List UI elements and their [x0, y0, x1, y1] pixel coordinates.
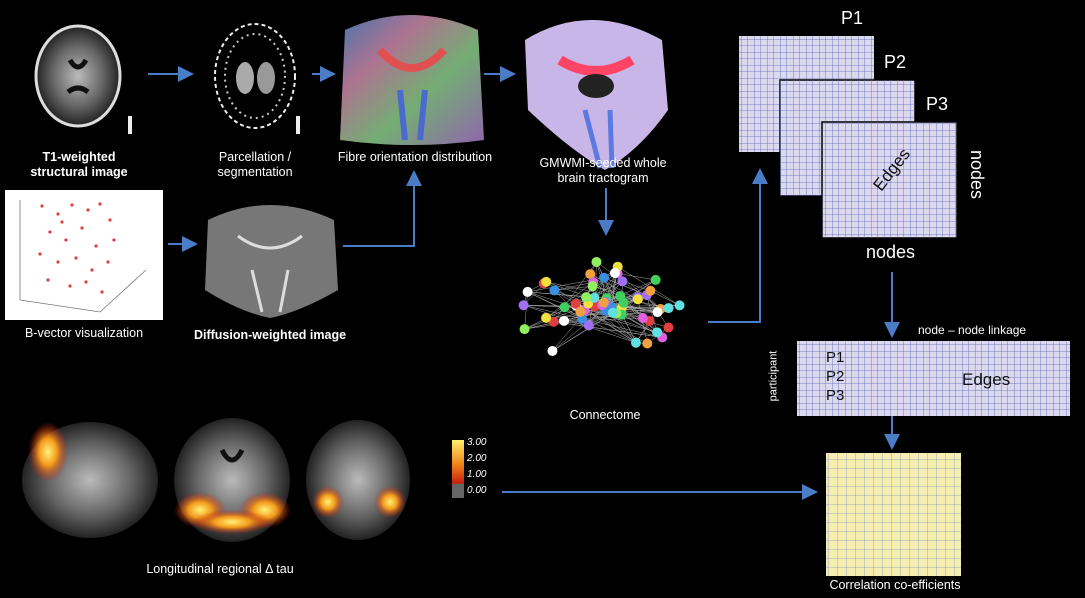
t1-brain-image: [34, 24, 132, 134]
connectome-node: [519, 324, 530, 335]
connectome-node: [541, 276, 552, 287]
connectome-edge: [553, 321, 663, 338]
connectome-edge: [552, 312, 613, 352]
connectome-node: [583, 320, 594, 331]
colorbar-tick: 1.00: [467, 469, 487, 480]
caption-connectome: Connectome: [569, 408, 641, 422]
connectome-node: [589, 292, 600, 303]
connectome-node: [630, 337, 641, 348]
connectome-node: [632, 294, 643, 305]
connectome-node: [522, 286, 533, 297]
connectome-node: [663, 322, 674, 333]
connectome-edge: [524, 308, 661, 330]
connectome-node: [587, 281, 598, 292]
caption-dwi: Diffusion-weighted image: [193, 328, 347, 342]
connectome-node: [609, 267, 620, 278]
connectome-node: [559, 302, 570, 313]
tau-colorbar: [452, 440, 464, 498]
connectome-graph: [518, 256, 685, 356]
connectome-edge: [617, 266, 680, 306]
connectome-edge: [646, 295, 658, 333]
caption-correlation: Correlation co-efficients: [829, 578, 961, 592]
tractogram-image: [525, 20, 668, 170]
parcellation-image: [214, 23, 300, 134]
connectome-node: [598, 297, 609, 308]
connectome-node: [548, 316, 559, 327]
connectome-edge: [523, 304, 663, 338]
connectome-node: [575, 306, 586, 317]
connectome-edge: [650, 290, 680, 306]
connectome-node: [549, 285, 560, 296]
caption-tau: Longitudinal regional Δ tau: [146, 562, 294, 576]
colorbar-tick: 3.00: [467, 437, 487, 448]
connectome-node: [581, 292, 592, 303]
connectome-edge: [554, 282, 594, 291]
linkage-row-label: P3: [826, 387, 845, 404]
connectome-node: [642, 338, 653, 349]
connectome-node: [541, 312, 552, 323]
matrix-label-p2: P2: [884, 52, 907, 72]
fod-image: [340, 15, 484, 145]
connectome-edge: [545, 282, 594, 319]
tau-images: [22, 418, 464, 542]
connectome-node: [650, 274, 661, 285]
connectome-edge: [524, 291, 528, 330]
connectome-node: [599, 272, 610, 283]
colorbar-tick: 2.00: [467, 453, 487, 464]
connectome-node: [663, 303, 674, 314]
matrix-label-p1: P1: [841, 8, 864, 28]
connectome-node: [570, 298, 581, 309]
flow-arrows: [148, 66, 900, 500]
connectome-node: [518, 300, 529, 311]
matrix-label-nodes-right: nodes: [967, 149, 988, 200]
connectome-edge: [527, 291, 583, 320]
connectome-edge: [621, 311, 658, 315]
colorbar-ticks: 3.00 2.00 1.00 0.00: [467, 435, 486, 499]
connectome-node: [617, 276, 628, 287]
connectome-node: [637, 313, 648, 324]
connectome-node: [652, 307, 663, 318]
linkage-label: node – node linkage: [918, 323, 1027, 337]
connectome-edge: [603, 277, 647, 296]
connectome-edge: [546, 281, 637, 343]
connectome-node: [674, 300, 685, 311]
correlation-matrix: [826, 453, 961, 576]
connectome-node: [591, 256, 602, 267]
connectome-edge: [590, 273, 639, 300]
matrix-label-nodes-bottom: nodes: [866, 242, 916, 262]
linkage-row-label: P1: [826, 349, 845, 366]
colorbar-tick: 0.00: [467, 485, 487, 496]
linkage-edges-label: Edges: [962, 370, 1011, 389]
connectome-node: [585, 269, 596, 280]
connectome-edge: [596, 261, 661, 310]
linkage-row-label: P2: [826, 368, 845, 385]
dwi-image: [205, 205, 338, 318]
caption-parcellation: Parcellation /segmentation: [217, 150, 293, 179]
linkage-matrix: [797, 341, 1070, 416]
connectome-node: [547, 345, 558, 356]
caption-bvector: B-vector visualization: [24, 326, 144, 340]
participant-label: participant: [767, 350, 780, 402]
participant-matrices: [739, 36, 958, 239]
connectome-edge: [592, 285, 638, 298]
caption-fod: Fibre orientation distribution: [337, 150, 493, 164]
bvector-plot: [5, 190, 163, 320]
connectome-node: [645, 285, 656, 296]
connectome-node: [559, 315, 570, 326]
linkage-rows: P1 P2 P3: [826, 348, 844, 405]
connectome-edge: [635, 312, 658, 343]
connectome-node: [607, 307, 618, 318]
connectome-edge: [554, 285, 593, 291]
connectome-node: [615, 291, 626, 302]
matrix-label-p3: P3: [926, 94, 949, 114]
connectome-node: [652, 327, 663, 338]
